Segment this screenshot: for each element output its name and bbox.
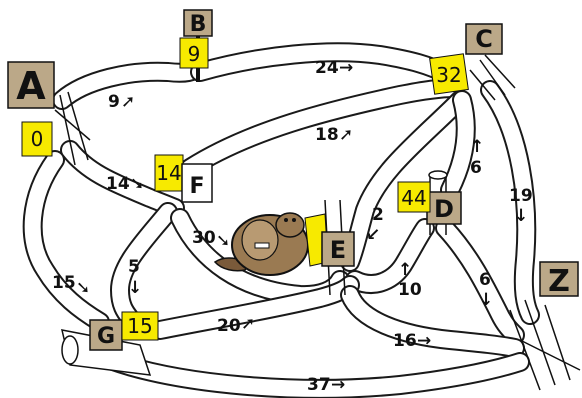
- edge-b-c-label: 24: [315, 58, 339, 78]
- edge-a-g-label: 15: [52, 273, 76, 293]
- node-b-letter: B: [190, 12, 207, 37]
- node-z: Z: [540, 262, 578, 299]
- log-g-end: [62, 336, 78, 364]
- edge-d-z-label: 6: [479, 270, 491, 290]
- node-z-letter: Z: [548, 264, 570, 299]
- edge-e-z-arrow: →: [417, 331, 431, 351]
- node-d-score: 44: [401, 186, 426, 210]
- node-e: E: [305, 214, 354, 266]
- edge-c-e-arrow: ↙: [366, 225, 380, 245]
- node-a: A 0: [8, 62, 54, 156]
- node-c-letter: C: [475, 25, 493, 53]
- edge-g-z-arrow: →: [331, 375, 345, 395]
- edge-g-z-label: 37: [307, 375, 331, 395]
- stump-d-top: [429, 171, 447, 179]
- node-b-score: 9: [188, 42, 201, 66]
- node-f-score: 14: [156, 161, 181, 185]
- edge-f-g-label: 5: [128, 257, 140, 277]
- node-a-score: 0: [31, 127, 44, 151]
- edge-a-f-arrow: ➘: [130, 174, 144, 194]
- edge-f-g-arrow: ↓: [128, 278, 142, 298]
- edge-a-b-label: 9: [108, 92, 120, 112]
- node-c-score: 32: [436, 63, 461, 87]
- edge-g-e-label: 20: [217, 316, 241, 336]
- node-f-letter: F: [189, 174, 204, 199]
- edge-f-e-arrow: ➘: [216, 231, 230, 251]
- edge-d-z-arrow: ↓: [479, 290, 493, 310]
- edge-b-c-arrow: →: [339, 58, 353, 78]
- edge-f-e-label: 30: [192, 228, 216, 248]
- edge-c-z-arrow: ↓: [514, 206, 528, 226]
- edge-a-b-arrow: ➚: [121, 92, 135, 112]
- edge-e-z-label: 16: [393, 331, 417, 351]
- node-e-letter: E: [330, 236, 346, 264]
- node-a-letter: A: [16, 64, 46, 108]
- edge-g-e-arrow: ➚: [241, 314, 255, 334]
- edge-e-d-arrow: ↑: [398, 260, 412, 280]
- edge-f-c-arrow: ➚: [339, 125, 353, 145]
- edge-c-d-label: 6: [470, 158, 482, 178]
- edge-e-d-label: 10: [398, 280, 422, 300]
- node-g-score: 15: [127, 314, 152, 338]
- edge-a-g-arrow: ➘: [76, 278, 90, 298]
- edge-c-d-arrow: ↑: [470, 137, 484, 157]
- node-d-letter: D: [434, 195, 454, 223]
- edge-f-c-label: 18: [315, 125, 339, 145]
- edge-a-f-label: 14: [106, 174, 130, 194]
- node-g-letter: G: [97, 324, 115, 349]
- edge-c-e-label: 2: [372, 205, 384, 225]
- edge-c-z-label: 19: [509, 186, 533, 206]
